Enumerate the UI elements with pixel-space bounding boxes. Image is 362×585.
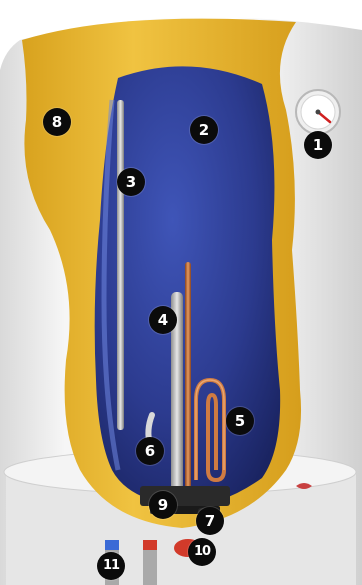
callout-marker-10: 10 [188,538,216,566]
callout-marker-4: 4 [149,306,177,334]
magnesium-anode-rod [117,100,124,430]
callout-marker-9: 9 [149,491,177,519]
callout-marker-2: 2 [190,116,218,144]
callout-marker-7: 7 [196,507,224,535]
callout-marker-1: 1 [304,131,332,159]
callout-marker-5: 5 [226,407,254,435]
thermometer-dial [296,90,340,134]
callout-marker-6: 6 [136,437,164,465]
callout-marker-11: 11 [97,552,125,580]
callout-marker-3: 3 [117,168,145,196]
callout-marker-8: 8 [43,108,71,136]
